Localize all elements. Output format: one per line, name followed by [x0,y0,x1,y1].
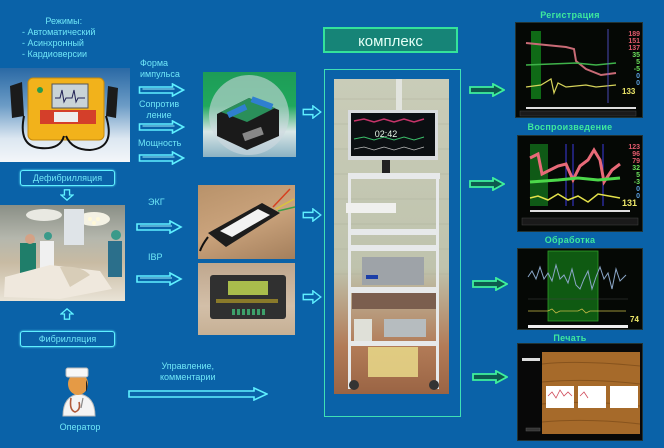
into-complex-arrow-icon [302,290,322,304]
mode-item: - Кардиоверсии [22,49,88,59]
modes-title: Режимы: [45,16,83,26]
vital-value: 137 [628,45,640,52]
processing-screenshot: 74 [517,248,643,330]
output-title-playback: Воспроизведение [527,122,613,132]
processing-heart-rate: 74 [630,315,639,324]
mode-item: - Автоматический [22,27,96,37]
pulse-module-image [203,72,296,157]
pulse-shape-line1: Форма [140,58,169,68]
output-title-print: Печать [553,333,587,343]
control-line1: Управление, [161,361,215,371]
vital-value: 0 [636,80,640,87]
resistance-line2: ление [146,110,172,120]
modes-list: Режимы: - Автоматический - Асинхронный -… [22,16,95,60]
vital-value: 0 [636,193,640,200]
vital-value: 32 [632,165,640,172]
complex-cart-image: 02:42 [334,79,449,394]
complex-frame [324,69,461,417]
output-arrow-icon [469,177,505,191]
into-complex-arrow-icon [302,105,322,119]
complex-title: комплекс [323,27,458,53]
fibrillation-box: Фибрилляция [20,331,115,347]
defibrillation-box: Дефибрилляция [20,170,115,186]
vital-value: 151 [628,38,640,45]
vital-value: -5 [633,66,640,73]
registration-vitals: 189 151 137 35 5 -5 0 0 [622,31,640,87]
down-arrow-icon [60,189,74,201]
vital-value: 123 [628,144,640,151]
playback-heart-rate: 131 [622,198,638,208]
power-label: Мощность [138,138,182,148]
vital-value: 0 [636,73,640,80]
ibp-label: IBP [148,252,163,262]
vital-value: 79 [632,158,640,165]
resistance-label: Сопротив ление [139,99,179,121]
control-label: Управление, комментарии [160,361,215,383]
control-arrow-icon [128,387,268,401]
playback-screenshot: 123 96 79 32 5 -3 0 0 131 [517,135,643,232]
power-arrow-icon [138,151,185,165]
output-title-registration: Регистрация [540,10,600,20]
ecg-label: ЭКГ [148,197,165,207]
vital-value: 0 [636,186,640,193]
output-title-processing: Обработка [544,235,596,245]
resistance-line1: Сопротив [139,99,180,109]
output-arrow-icon [469,83,505,97]
pulse-shape-line2: импульса [140,69,180,79]
pulse-shape-arrow-icon [138,83,185,97]
output-arrow-icon [472,370,508,384]
vital-value: 35 [632,52,640,59]
vital-value: 5 [636,172,640,179]
operator-icon [55,362,103,418]
vital-value: 5 [636,59,640,66]
registration-screenshot: 189 151 137 35 5 -5 0 0 133 [515,22,643,118]
resistance-arrow-icon [138,120,185,134]
control-line2: комментарии [160,372,216,382]
vital-value: -3 [633,179,640,186]
ibp-module-image [198,263,295,335]
defibrillation-label: Дефибрилляция [32,173,103,183]
pulse-shape-label: Форма импульса [140,58,180,80]
ecg-module-image [198,185,295,259]
playback-vitals: 123 96 79 32 5 -3 0 0 [622,144,640,200]
operator-label: Оператор [59,422,101,432]
output-arrow-icon [472,277,508,291]
operating-room-image [0,205,125,301]
ecg-arrow-icon [134,220,184,234]
into-complex-arrow-icon [302,208,322,222]
registration-heart-rate: 133 [622,87,636,96]
monitor-time: 02:42 [375,129,398,139]
up-arrow-icon [60,308,74,320]
vital-value: 96 [632,151,640,158]
vital-value: 189 [628,31,640,38]
mode-item: - Асинхронный [22,38,84,48]
print-screenshot [517,343,643,441]
ibp-arrow-icon [134,272,184,286]
defibrillator-image [0,68,130,162]
fibrillation-label: Фибрилляция [38,334,97,344]
